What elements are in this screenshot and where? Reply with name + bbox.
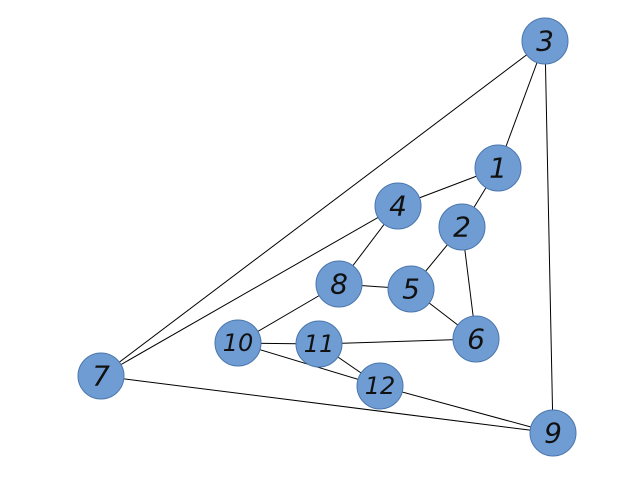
node-7: 7 — [77, 352, 125, 400]
node-9: 9 — [529, 409, 577, 457]
node-circle — [474, 144, 522, 192]
node-1: 1 — [474, 144, 522, 192]
edge-6-11 — [318, 338, 477, 345]
node-10: 10 — [214, 319, 262, 367]
node-label: 7 — [92, 360, 110, 393]
node-8: 8 — [315, 260, 363, 308]
edge-7-9 — [100, 375, 554, 434]
node-label: 2 — [453, 211, 471, 244]
node-3: 3 — [521, 17, 569, 65]
node-circle — [374, 182, 422, 230]
node-label: 5 — [402, 273, 420, 306]
node-circle — [387, 265, 435, 313]
node-circle — [77, 352, 125, 400]
node-label: 1 — [489, 152, 507, 185]
node-2: 2 — [438, 203, 486, 251]
node-4: 4 — [374, 182, 422, 230]
node-5: 5 — [387, 265, 435, 313]
edge-4-7 — [100, 205, 399, 377]
node-6: 6 — [452, 315, 500, 363]
node-label: 4 — [389, 190, 407, 223]
edge-12-9 — [379, 385, 554, 434]
node-circle — [356, 362, 404, 410]
node-circle — [315, 260, 363, 308]
edge-3-9 — [544, 40, 554, 434]
node-label: 3 — [536, 25, 554, 58]
node-circle — [452, 315, 500, 363]
node-circle — [438, 203, 486, 251]
node-label: 8 — [330, 268, 348, 301]
node-11: 11 — [295, 320, 343, 368]
node-circle — [295, 320, 343, 368]
node-label: 9 — [544, 417, 562, 450]
node-label: 10 — [223, 329, 254, 357]
node-circle — [529, 409, 577, 457]
edge-3-7 — [100, 40, 546, 377]
node-label: 6 — [467, 323, 485, 356]
node-circle — [214, 319, 262, 367]
node-label: 12 — [365, 372, 396, 400]
node-label: 11 — [304, 330, 335, 358]
node-12: 12 — [356, 362, 404, 410]
node-circle — [521, 17, 569, 65]
